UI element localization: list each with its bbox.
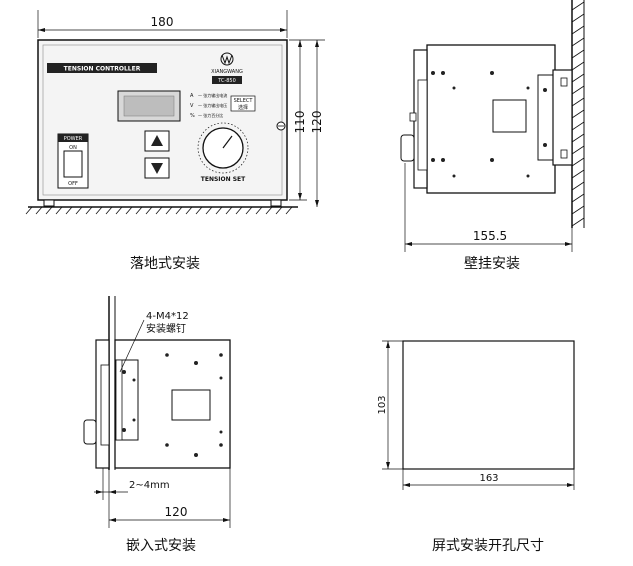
- title-bar: [47, 63, 157, 73]
- knob-scale: [197, 122, 249, 174]
- line-pct: 一 张力百分比: [198, 112, 223, 118]
- screw-spec-label: 4-M4*12: [146, 311, 189, 322]
- front-height-120: 120: [310, 111, 324, 134]
- down-arrow-icon: [151, 163, 163, 174]
- cutout-view: 103 163: [377, 340, 575, 490]
- power-off-label: OFF: [68, 181, 78, 187]
- cutout-width-dim: 163: [479, 473, 498, 484]
- wall-body: [426, 44, 556, 194]
- embed-knob-icon: [83, 419, 97, 445]
- caption-floor: 落地式安装: [130, 256, 200, 272]
- embed-view: 4-M4*12 安装螺钉 2~4mm 120: [83, 296, 231, 528]
- wall-mount-view: 155.5: [400, 0, 585, 252]
- power-switch[interactable]: [63, 150, 83, 178]
- model-label: TC-850: [217, 78, 236, 84]
- select-label: SELECT: [234, 98, 254, 104]
- front-height-110: 110: [293, 111, 307, 134]
- up-arrow-icon: [151, 135, 163, 146]
- screw-name-label: 安装螺钉: [146, 322, 186, 335]
- cutout-rect: [402, 340, 575, 470]
- embed-width-dim: 120: [165, 505, 188, 519]
- panel-title: TENSION CONTROLLER: [64, 66, 141, 73]
- power-label: POWER: [64, 136, 83, 142]
- gap-dim: 2~4mm: [129, 480, 170, 491]
- line-a: 一 张力输出电流: [198, 92, 227, 98]
- select-button[interactable]: [230, 95, 256, 112]
- unit-v: V: [190, 103, 194, 109]
- cutout-height-dim: 103: [377, 395, 388, 414]
- caption-wall: 壁挂安装: [464, 256, 520, 272]
- unit-a: A: [190, 93, 194, 99]
- brand-logo-icon: [220, 52, 234, 66]
- knob-label: TENSION SET: [201, 176, 246, 183]
- wall-depth-dim: 155.5: [473, 229, 507, 243]
- caption-embed: 嵌入式安装: [126, 538, 196, 554]
- front-width-dim: 180: [151, 15, 174, 29]
- power-on-label: ON: [69, 145, 77, 151]
- brand-name: XIANGWANG: [211, 69, 243, 75]
- caption-cutout: 屏式安装开孔尺寸: [432, 538, 544, 554]
- line-v: 一 张力输出电压: [198, 102, 227, 108]
- unit-pct: %: [190, 113, 195, 119]
- ground-hatch: [25, 206, 293, 215]
- front-view: 180 TENSION CONTROLLER XIANGWANG TC-850 …: [25, 10, 325, 215]
- select-sub: 选择: [238, 104, 248, 111]
- wall-knob-icon: [400, 134, 415, 162]
